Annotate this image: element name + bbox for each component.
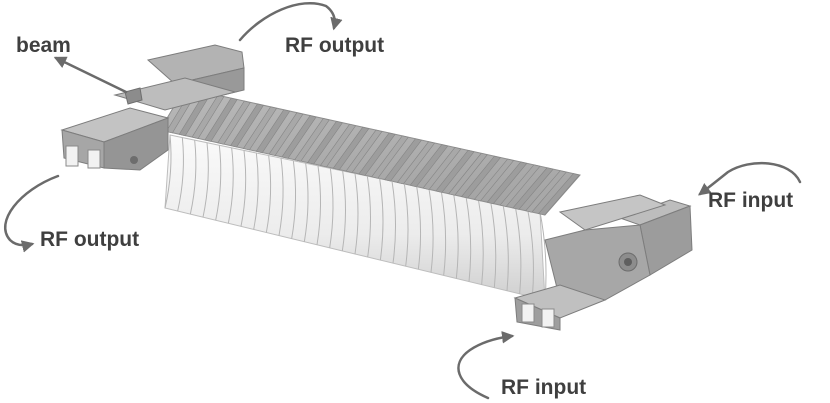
cooling-fin	[371, 135, 409, 179]
cell-divider	[465, 196, 472, 282]
cell-divider	[240, 150, 247, 227]
cell-divider	[189, 140, 197, 215]
rf-output-top-arrow	[238, 1, 343, 42]
cooling-fin	[422, 147, 462, 190]
cavity-body	[159, 87, 581, 301]
cell-divider	[291, 160, 297, 239]
cooling-fin	[255, 109, 291, 154]
cell-divider	[202, 142, 209, 218]
cooling-fin	[538, 173, 580, 216]
cooling-fin	[358, 132, 396, 176]
cooling-fin	[409, 144, 449, 188]
cooling-fin	[499, 164, 541, 207]
rf-input-bottom-label: RF input	[501, 376, 587, 399]
cooling-fin	[332, 126, 370, 171]
beam-label: beam	[16, 34, 71, 57]
cooling-fin	[473, 158, 515, 202]
cell-divider	[329, 168, 334, 248]
cell-divider	[379, 178, 384, 261]
cell-divider	[253, 152, 259, 230]
cooling-fin	[345, 129, 383, 173]
cooling-fin	[242, 106, 278, 151]
cooling-fin	[525, 170, 567, 213]
cell-divider	[265, 155, 272, 233]
cell-divider	[403, 183, 409, 267]
cell-divider	[428, 188, 434, 273]
rf-input-right-arrow	[698, 161, 802, 196]
cooling-fin	[448, 152, 488, 196]
cooling-fin	[512, 167, 554, 210]
cell-divider	[354, 173, 359, 255]
rf-output-left-label: RF output	[40, 228, 140, 251]
cooling-fin	[319, 123, 357, 168]
annotation-arrows	[4, 1, 802, 400]
input-coupler-block	[513, 194, 693, 331]
cell-divider	[303, 163, 309, 242]
cooling-fin	[191, 94, 225, 139]
cell-divider	[453, 193, 459, 279]
cell-divider	[164, 134, 172, 209]
cell-dividers	[164, 134, 547, 301]
cell-divider	[490, 201, 497, 288]
cooling-fin	[396, 141, 436, 185]
beam-arrow	[53, 56, 128, 94]
cooling-fin	[486, 161, 528, 205]
cell-divider	[527, 209, 534, 297]
cooling-fin	[307, 121, 343, 165]
cooling-fin	[461, 155, 501, 199]
cell-divider	[514, 206, 522, 294]
cell-divider	[391, 181, 396, 264]
cooling-fins	[165, 89, 580, 216]
rf-input-bottom-arrow	[457, 331, 515, 400]
cell-divider	[502, 204, 509, 291]
cooling-fin	[294, 118, 330, 162]
cell-divider	[366, 175, 371, 258]
cooling-fin	[268, 112, 304, 156]
rf-output-left-arrow	[4, 174, 60, 253]
rf-input-right-label: RF input	[708, 189, 794, 212]
cell-divider	[215, 145, 222, 221]
cooling-fin	[384, 138, 422, 182]
rf-output-top-label: RF output	[285, 34, 385, 57]
cooling-fin	[230, 103, 264, 148]
cooling-fin	[217, 100, 251, 145]
cell-divider	[440, 191, 447, 276]
cell-divider	[477, 199, 484, 285]
cooling-fin	[281, 115, 317, 159]
cooling-fin	[204, 97, 238, 142]
output-coupler-block	[60, 44, 245, 171]
cell-divider	[227, 147, 234, 224]
cell-divider	[416, 186, 422, 270]
cell-divider	[316, 165, 322, 245]
cell-divider	[341, 170, 346, 252]
cooling-fin	[435, 150, 475, 193]
cell-divider	[177, 137, 184, 212]
cell-divider	[278, 158, 284, 236]
